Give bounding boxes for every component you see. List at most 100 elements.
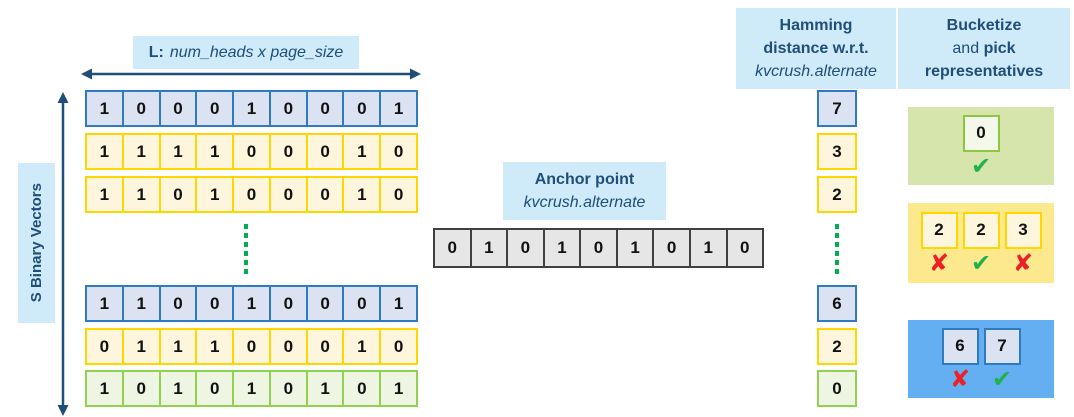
bit-cell: 1	[379, 285, 419, 322]
bit-cell: 0	[121, 370, 161, 407]
anchor-bit-cell: 0	[652, 228, 691, 268]
bit-cell: 1	[305, 370, 345, 407]
hamming-distance-cell: 2	[817, 176, 857, 213]
anchor-bit-cell: 0	[579, 228, 618, 268]
hamming-distance-cell: 0	[817, 370, 857, 407]
bit-cell: 0	[158, 90, 198, 127]
bucket-value-cell: 3	[1004, 211, 1042, 249]
anchor-point-label: Anchor point kvcrush.alternate	[503, 162, 666, 220]
anchor-bit-cell: 1	[688, 228, 728, 268]
bucketize-pick-text: pick	[983, 39, 1016, 57]
hamming-distance-cell: 7	[817, 90, 857, 127]
hamming-distance-cell: 2	[817, 328, 857, 365]
bit-cell: 0	[195, 90, 235, 127]
bit-cell: 0	[379, 176, 419, 213]
anchor-title: Anchor point	[534, 170, 635, 188]
hamming-distance-cell: 3	[817, 133, 857, 170]
l-dimension-label: L: num_heads x page_size	[133, 36, 359, 69]
s-binary-vectors-text: S Binary Vectors	[28, 183, 45, 303]
bit-cell: 0	[268, 285, 308, 322]
bucket-value-cell: 2	[920, 211, 958, 249]
bucket-value-cell: 7	[983, 327, 1021, 365]
bucket-marks: ✘✔	[942, 367, 1021, 391]
bit-cell: 0	[158, 285, 198, 322]
bit-cell: 1	[121, 133, 161, 170]
bit-cell: 0	[379, 133, 419, 170]
bit-cell: 1	[232, 285, 271, 322]
horizontal-extent-arrow-icon	[81, 68, 421, 80]
bit-cell: 1	[85, 90, 124, 127]
bit-cell: 0	[379, 328, 419, 365]
bit-cell: 1	[195, 133, 235, 170]
bucket-value-cell: 2	[962, 211, 1000, 249]
l-prefix: L:	[148, 43, 164, 61]
bit-cell: 1	[85, 285, 124, 322]
hamming-ellipsis-dots	[835, 224, 839, 276]
bit-cell: 0	[195, 285, 235, 322]
bit-cell: 0	[305, 285, 345, 322]
bucketize-and-text: and	[952, 39, 980, 57]
anchor-bit-cell: 0	[506, 228, 545, 268]
bucket-cells: 0	[962, 114, 1000, 152]
bucket-value-cell: 0	[962, 114, 1000, 152]
bit-cell: 1	[158, 328, 198, 365]
anchor-bit-cell: 1	[469, 228, 509, 268]
bit-cell: 0	[305, 90, 345, 127]
bucket-distance-0: 0 ✔	[908, 107, 1054, 185]
bit-cell: 1	[158, 370, 198, 407]
bit-cell: 0	[305, 133, 345, 170]
check-icon: ✔	[970, 151, 992, 180]
bit-cell: 1	[342, 328, 382, 365]
bit-cell: 0	[342, 90, 382, 127]
bit-cell: 0	[195, 370, 235, 407]
s-binary-vectors-label: S Binary Vectors	[18, 163, 55, 323]
bit-cell: 1	[232, 370, 271, 407]
bucketize-header-line2: and pick	[952, 37, 1015, 60]
bit-cell: 0	[268, 328, 308, 365]
bit-cell: 1	[85, 370, 124, 407]
bit-cell: 1	[379, 370, 419, 407]
bucket-marks: ✔	[963, 154, 1000, 178]
bit-cell: 1	[232, 90, 271, 127]
bit-cell: 0	[121, 90, 161, 127]
check-icon: ✔	[991, 364, 1013, 393]
cross-icon: ✘	[1012, 248, 1034, 277]
bit-cell: 0	[268, 90, 308, 127]
bit-cell: 1	[342, 133, 382, 170]
anchor-bit-cell: 1	[542, 228, 582, 268]
bit-cell: 1	[379, 90, 419, 127]
anchor-bit-cell: 1	[615, 228, 655, 268]
anchor-subtitle: kvcrush.alternate	[523, 194, 646, 211]
bit-cell: 0	[342, 370, 382, 407]
bit-cell: 1	[158, 133, 198, 170]
bucketize-header-line3: representatives	[924, 63, 1044, 81]
bucket-value-cell: 6	[941, 327, 979, 365]
bit-cell: 1	[85, 133, 124, 170]
l-dimension-text: num_heads x page_size	[169, 43, 344, 61]
hamming-distance-header: Hamming distance w.r.t. kvcrush.alternat…	[736, 8, 896, 89]
hamming-header-line1: Hamming	[779, 16, 853, 34]
bit-cell: 1	[121, 176, 161, 213]
bit-cell: 0	[268, 370, 308, 407]
bit-cell: 0	[342, 285, 382, 322]
cross-icon: ✘	[928, 248, 950, 277]
bit-cell: 0	[232, 176, 271, 213]
bit-cell: 0	[232, 328, 271, 365]
anchor-bit-cell: 0	[725, 228, 765, 268]
hamming-distance-cell: 6	[817, 285, 857, 322]
bucketize-header: Bucketize and pick representatives	[898, 8, 1070, 89]
bit-cell: 1	[121, 328, 161, 365]
bit-cell: 0	[158, 176, 198, 213]
bit-cell: 1	[121, 285, 161, 322]
vertical-extent-arrow-icon	[57, 92, 69, 416]
